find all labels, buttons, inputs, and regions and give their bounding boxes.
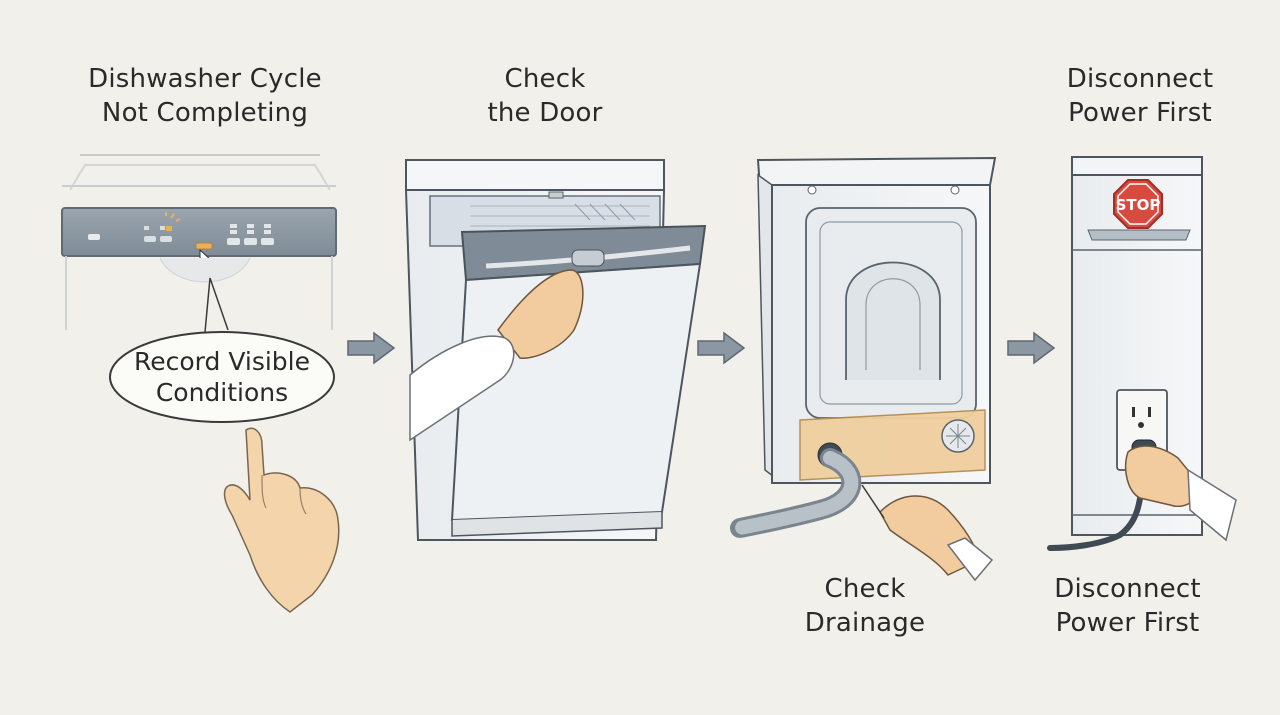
- pointing-hand-icon: [223, 427, 340, 613]
- arrow-right-icon: [347, 331, 396, 365]
- stop-sign-text: STOP: [1116, 196, 1161, 214]
- callout-line-2: Conditions: [156, 378, 288, 407]
- callout-bubble: [109, 331, 335, 423]
- drainage-illustration: [730, 156, 997, 582]
- stop-sign-icon: STOP: [1113, 179, 1163, 229]
- arrow-right-icon: [1007, 331, 1056, 365]
- arrow-right-icon: [697, 331, 746, 365]
- dishwasher-door-illustration: [404, 159, 707, 541]
- callout-line-1: Record Visible: [134, 347, 310, 376]
- control-panel-illustration: [61, 154, 337, 333]
- power-outlet-illustration: STOP: [1047, 156, 1237, 551]
